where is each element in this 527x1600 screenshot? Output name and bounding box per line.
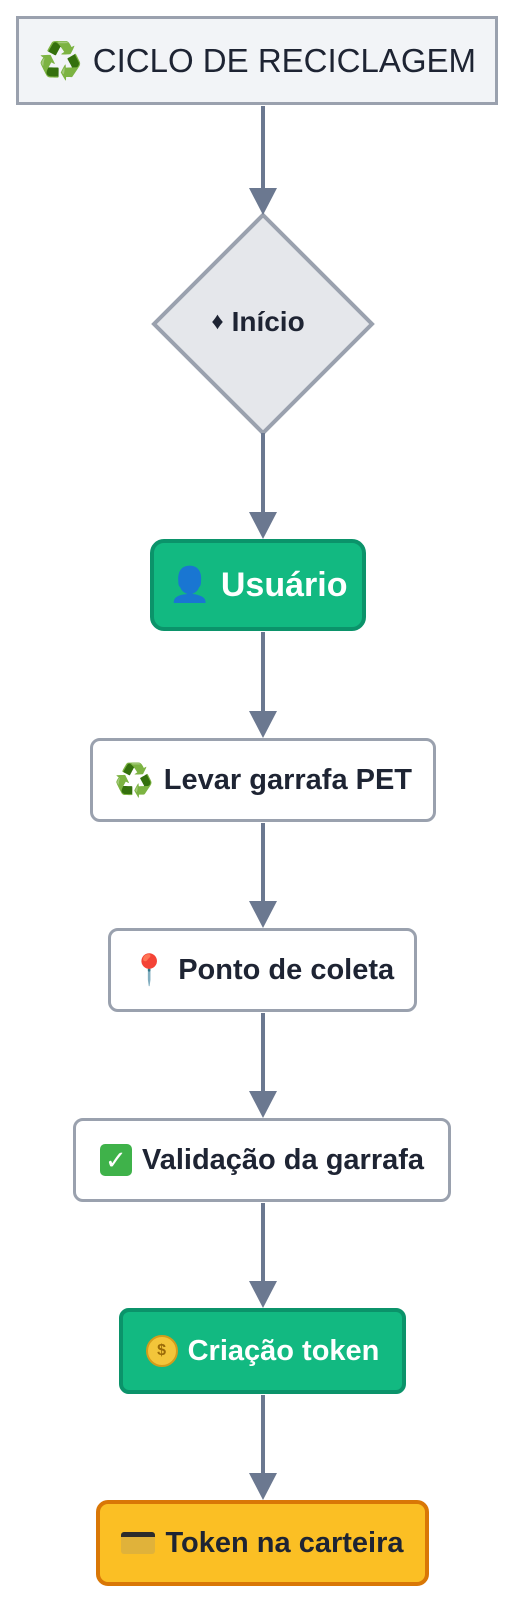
edge-start-to-user (249, 433, 277, 539)
node-take-pet-bottle-label: Levar garrafa PET (163, 763, 413, 796)
node-token-creation[interactable]: $ Criação token (119, 1308, 406, 1394)
edge-validate-to-token (249, 1203, 277, 1308)
edge-token-to-wallet (249, 1395, 277, 1500)
recycle-icon: ♻️ (113, 762, 154, 798)
recycle-icon: ♻️ (37, 39, 83, 81)
user-icon: 👤 (168, 566, 211, 604)
node-title[interactable]: ♻️ CICLO DE RECICLAGEM (16, 16, 498, 105)
node-start[interactable]: ♦ Início (150, 272, 366, 372)
node-user[interactable]: 👤 Usuário (150, 539, 366, 631)
arrowhead-icon (249, 1281, 277, 1308)
node-user-label: Usuário (220, 565, 348, 604)
node-collection-point[interactable]: 📍 Ponto de coleta (108, 928, 417, 1012)
check-icon: ✓ (99, 1144, 132, 1176)
node-bottle-validation-label: Validação da garrafa (141, 1143, 425, 1176)
node-start-label: Início (231, 306, 305, 337)
coin-icon: $ (145, 1335, 178, 1367)
edge-pet-to-point (249, 823, 277, 928)
node-collection-point-label: Ponto de coleta (178, 953, 395, 986)
arrowhead-icon (249, 711, 277, 738)
pin-icon: 📍 (130, 953, 169, 987)
diamond-icon: ♦ (211, 308, 224, 335)
node-token-creation-label: Criação token (187, 1334, 380, 1367)
node-title-label: CICLO DE RECICLAGEM (92, 41, 477, 79)
card-icon (121, 1532, 156, 1554)
edge-title-to-start (249, 106, 277, 215)
arrowhead-icon (249, 1473, 277, 1500)
arrowhead-icon (249, 901, 277, 928)
node-token-in-wallet-label: Token na carteira (165, 1526, 404, 1559)
edge-user-to-pet (249, 632, 277, 738)
node-bottle-validation[interactable]: ✓ Validação da garrafa (73, 1118, 451, 1202)
arrowhead-icon (249, 188, 277, 215)
arrowhead-icon (249, 1091, 277, 1118)
edge-point-to-validate (249, 1013, 277, 1118)
arrowhead-icon (249, 512, 277, 539)
node-token-in-wallet[interactable]: Token na carteira (96, 1500, 429, 1586)
node-take-pet-bottle[interactable]: ♻️ Levar garrafa PET (90, 738, 436, 822)
